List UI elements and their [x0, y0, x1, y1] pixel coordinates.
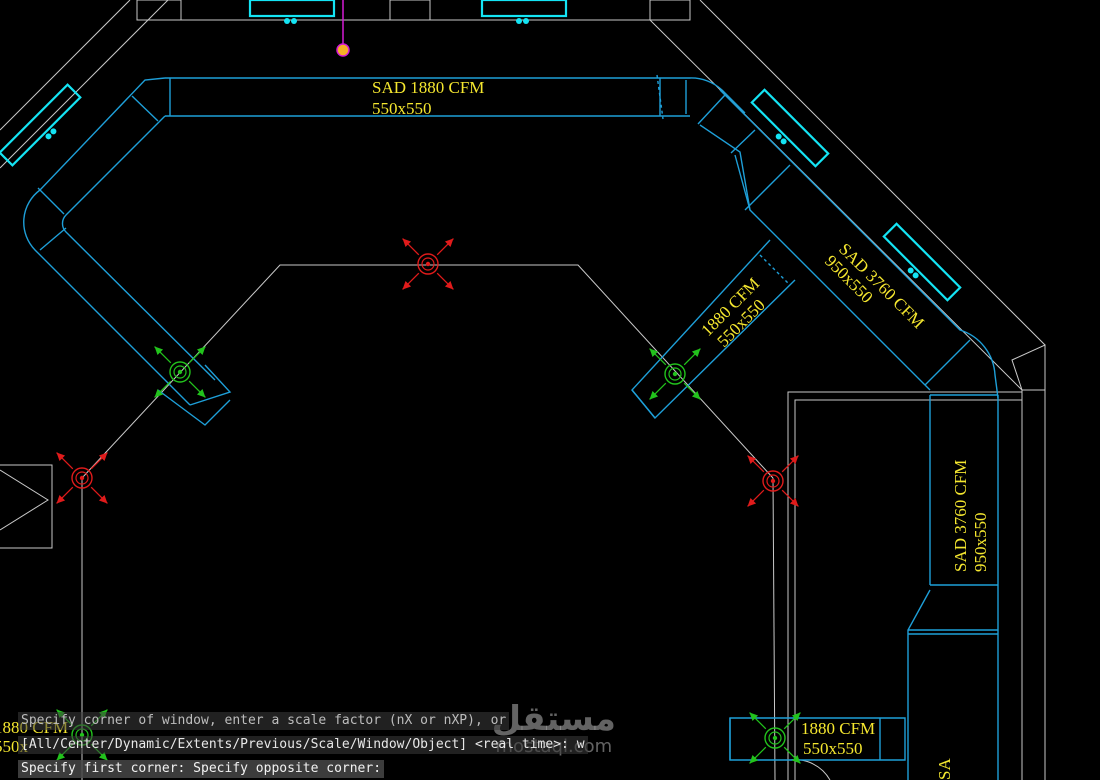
duct-label-edge-fragment: SA [935, 758, 954, 780]
supply-diffuser-bottom-right [749, 712, 801, 764]
return-diffuser-top [402, 238, 454, 290]
grille-right-wall-2 [882, 222, 962, 302]
duct-label-br-size: 550x550 [803, 739, 863, 758]
command-prompt-line[interactable]: Specify first corner: Specify opposite c… [18, 760, 385, 778]
duct-label-vertical-cfm: SAD 3760 CFM [951, 460, 970, 572]
column-hatch [389, 0, 431, 21]
column-hatch [136, 0, 182, 21]
ductwork [23, 74, 999, 780]
grille-left-wall [0, 83, 82, 167]
command-history-line-1: Specify corner of window, enter a scale … [18, 712, 510, 730]
building-walls [0, 0, 1046, 780]
grille-top-right [480, 0, 568, 24]
grille-right-wall-1 [750, 88, 830, 168]
duct-label-vertical-size: 950x550 [971, 513, 990, 573]
selection-marker[interactable] [336, 0, 350, 57]
command-history-line-2: [All/Center/Dynamic/Extents/Previous/Sca… [18, 736, 588, 754]
duct-label-top-cfm: SAD 1880 CFM [372, 78, 484, 97]
grille-top-left [248, 0, 336, 24]
duct-labels: SAD 1880 CFM 550x550 SAD 3760 CFM 950x55… [0, 78, 990, 780]
duct-label-br-cfm: 1880 CFM [801, 719, 875, 738]
return-diffuser-right [747, 455, 799, 507]
return-diffuser-left [56, 452, 108, 504]
supply-diffuser-left [154, 346, 206, 398]
watermark-arabic: مستقل [491, 699, 616, 739]
diffusers [56, 238, 801, 764]
duct-label-top-size: 550x550 [372, 99, 432, 118]
wall-grilles [0, 0, 962, 302]
supply-diffuser-branch [649, 348, 701, 400]
